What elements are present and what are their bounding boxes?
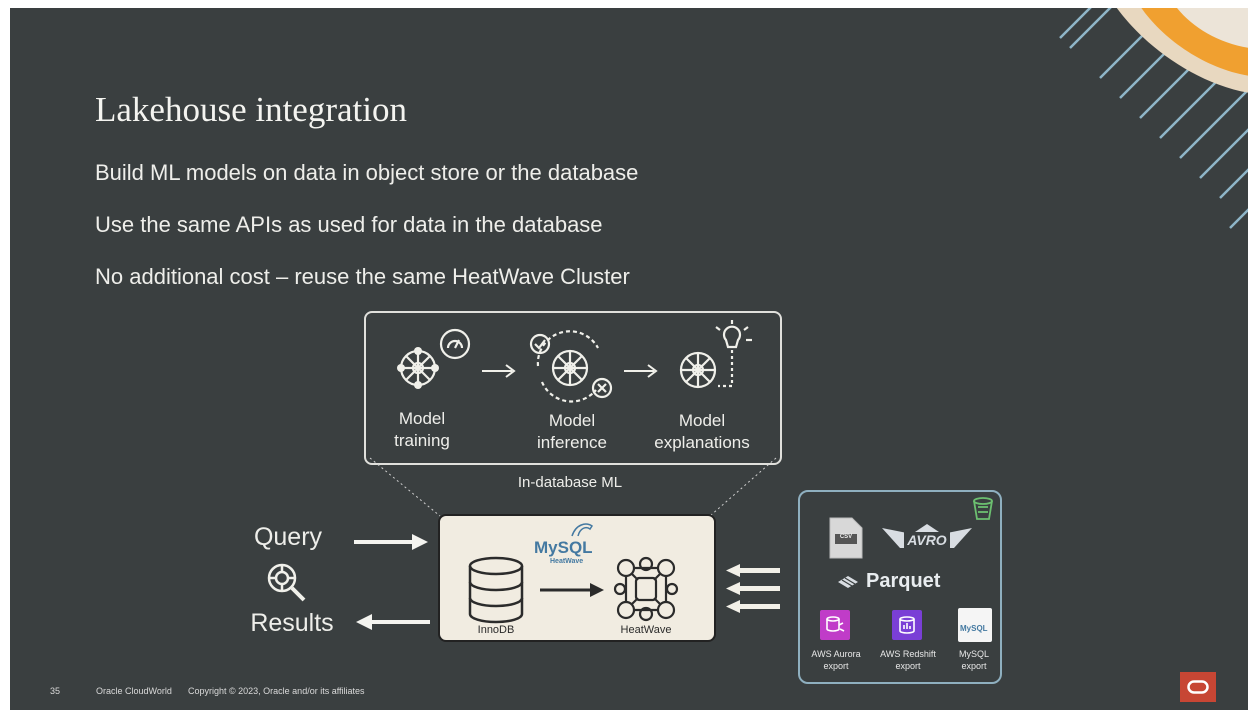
connector-lines: [369, 457, 777, 517]
redshift-line1: AWS Redshift: [880, 649, 936, 659]
page-number: 35: [50, 686, 61, 696]
slide: Lakehouse integration Build ML models on…: [10, 8, 1248, 710]
mysql-export-icon: MySQL: [958, 608, 992, 642]
innodb-label: InnoDB: [477, 624, 515, 636]
parquet-icon: [838, 576, 858, 588]
event-name: Oracle CloudWorld: [96, 686, 172, 696]
avro-wings-icon: [882, 524, 972, 548]
model-inference-label: Model inference: [530, 410, 614, 454]
bullet-1: Build ML models on data in object store …: [95, 160, 639, 185]
aws-aurora-icon: [820, 610, 850, 640]
bullet-3: No additional cost – reuse the same Heat…: [95, 264, 630, 289]
arrow-right-icon: [624, 364, 658, 378]
neural-network-gauge-icon: [397, 328, 471, 389]
corner-decoration: [1059, 8, 1248, 229]
query-label: Query: [253, 523, 323, 551]
step-3-line1: Model: [678, 411, 726, 430]
avro-logo: AVRO: [882, 522, 972, 554]
mysql-line1: MySQL: [958, 649, 989, 659]
heatwave-box: [438, 514, 716, 642]
dolphin-icon: [571, 523, 594, 537]
parquet-text: Parquet: [866, 570, 941, 592]
slide-title: Lakehouse integration: [95, 90, 407, 129]
bullet-2: Use the same APIs as used for data in th…: [95, 212, 603, 237]
object-store-panel: [798, 490, 1002, 684]
mysql-logo-text: MySQL: [534, 538, 593, 557]
ingest-arrows: [726, 564, 780, 613]
query-arrow: [354, 534, 428, 550]
aurora-line2: export: [823, 661, 849, 671]
results-label: Results: [250, 609, 334, 637]
neural-network-cycle-icon: [529, 330, 613, 403]
bucket-icon: [973, 497, 993, 520]
redshift-line2: export: [895, 661, 921, 671]
step-1-line1: Model: [398, 409, 446, 428]
aws-redshift-export-label: AWS Redshift export: [872, 648, 944, 672]
search-target-icon: [267, 563, 306, 602]
copyright: Copyright © 2023, Oracle and/or its affi…: [188, 686, 365, 696]
neural-network-lightbulb-icon: [679, 320, 752, 389]
avro-text: AVRO: [907, 532, 947, 548]
csv-label: CSV: [839, 534, 853, 540]
mysql-export-label: MySQL export: [946, 648, 1002, 672]
heatwave-label: HeatWave: [620, 624, 672, 636]
arrow-right-icon: [482, 364, 516, 378]
oracle-logo: [1180, 672, 1216, 702]
step-3-line2: explanations: [654, 433, 750, 452]
step-1-line2: training: [394, 431, 450, 450]
model-explanations-label: Model explanations: [646, 410, 758, 454]
aurora-line1: AWS Aurora: [811, 649, 861, 659]
mysql-logo: MySQL HeatWave: [534, 520, 614, 568]
aws-redshift-icon: [892, 610, 922, 640]
ml-panel: [364, 311, 782, 465]
in-database-ml-caption: In-database ML: [517, 474, 623, 491]
database-icon: [468, 556, 524, 624]
heatwave-logo-text: HeatWave: [550, 558, 584, 565]
step-2-line2: inference: [537, 433, 607, 452]
step-2-line1: Model: [548, 411, 596, 430]
oracle-o-icon: [1187, 680, 1209, 694]
aws-aurora-export-label: AWS Aurora export: [802, 648, 870, 672]
heatwave-cluster-icon: [613, 556, 679, 622]
csv-file-icon: [829, 517, 863, 559]
mysql-mini-text: MySQL: [960, 624, 988, 633]
results-arrow: [356, 614, 430, 630]
model-training-label: Model training: [382, 408, 462, 452]
mysql-line2: export: [961, 661, 987, 671]
innodb-to-heatwave-arrow: [540, 583, 604, 597]
